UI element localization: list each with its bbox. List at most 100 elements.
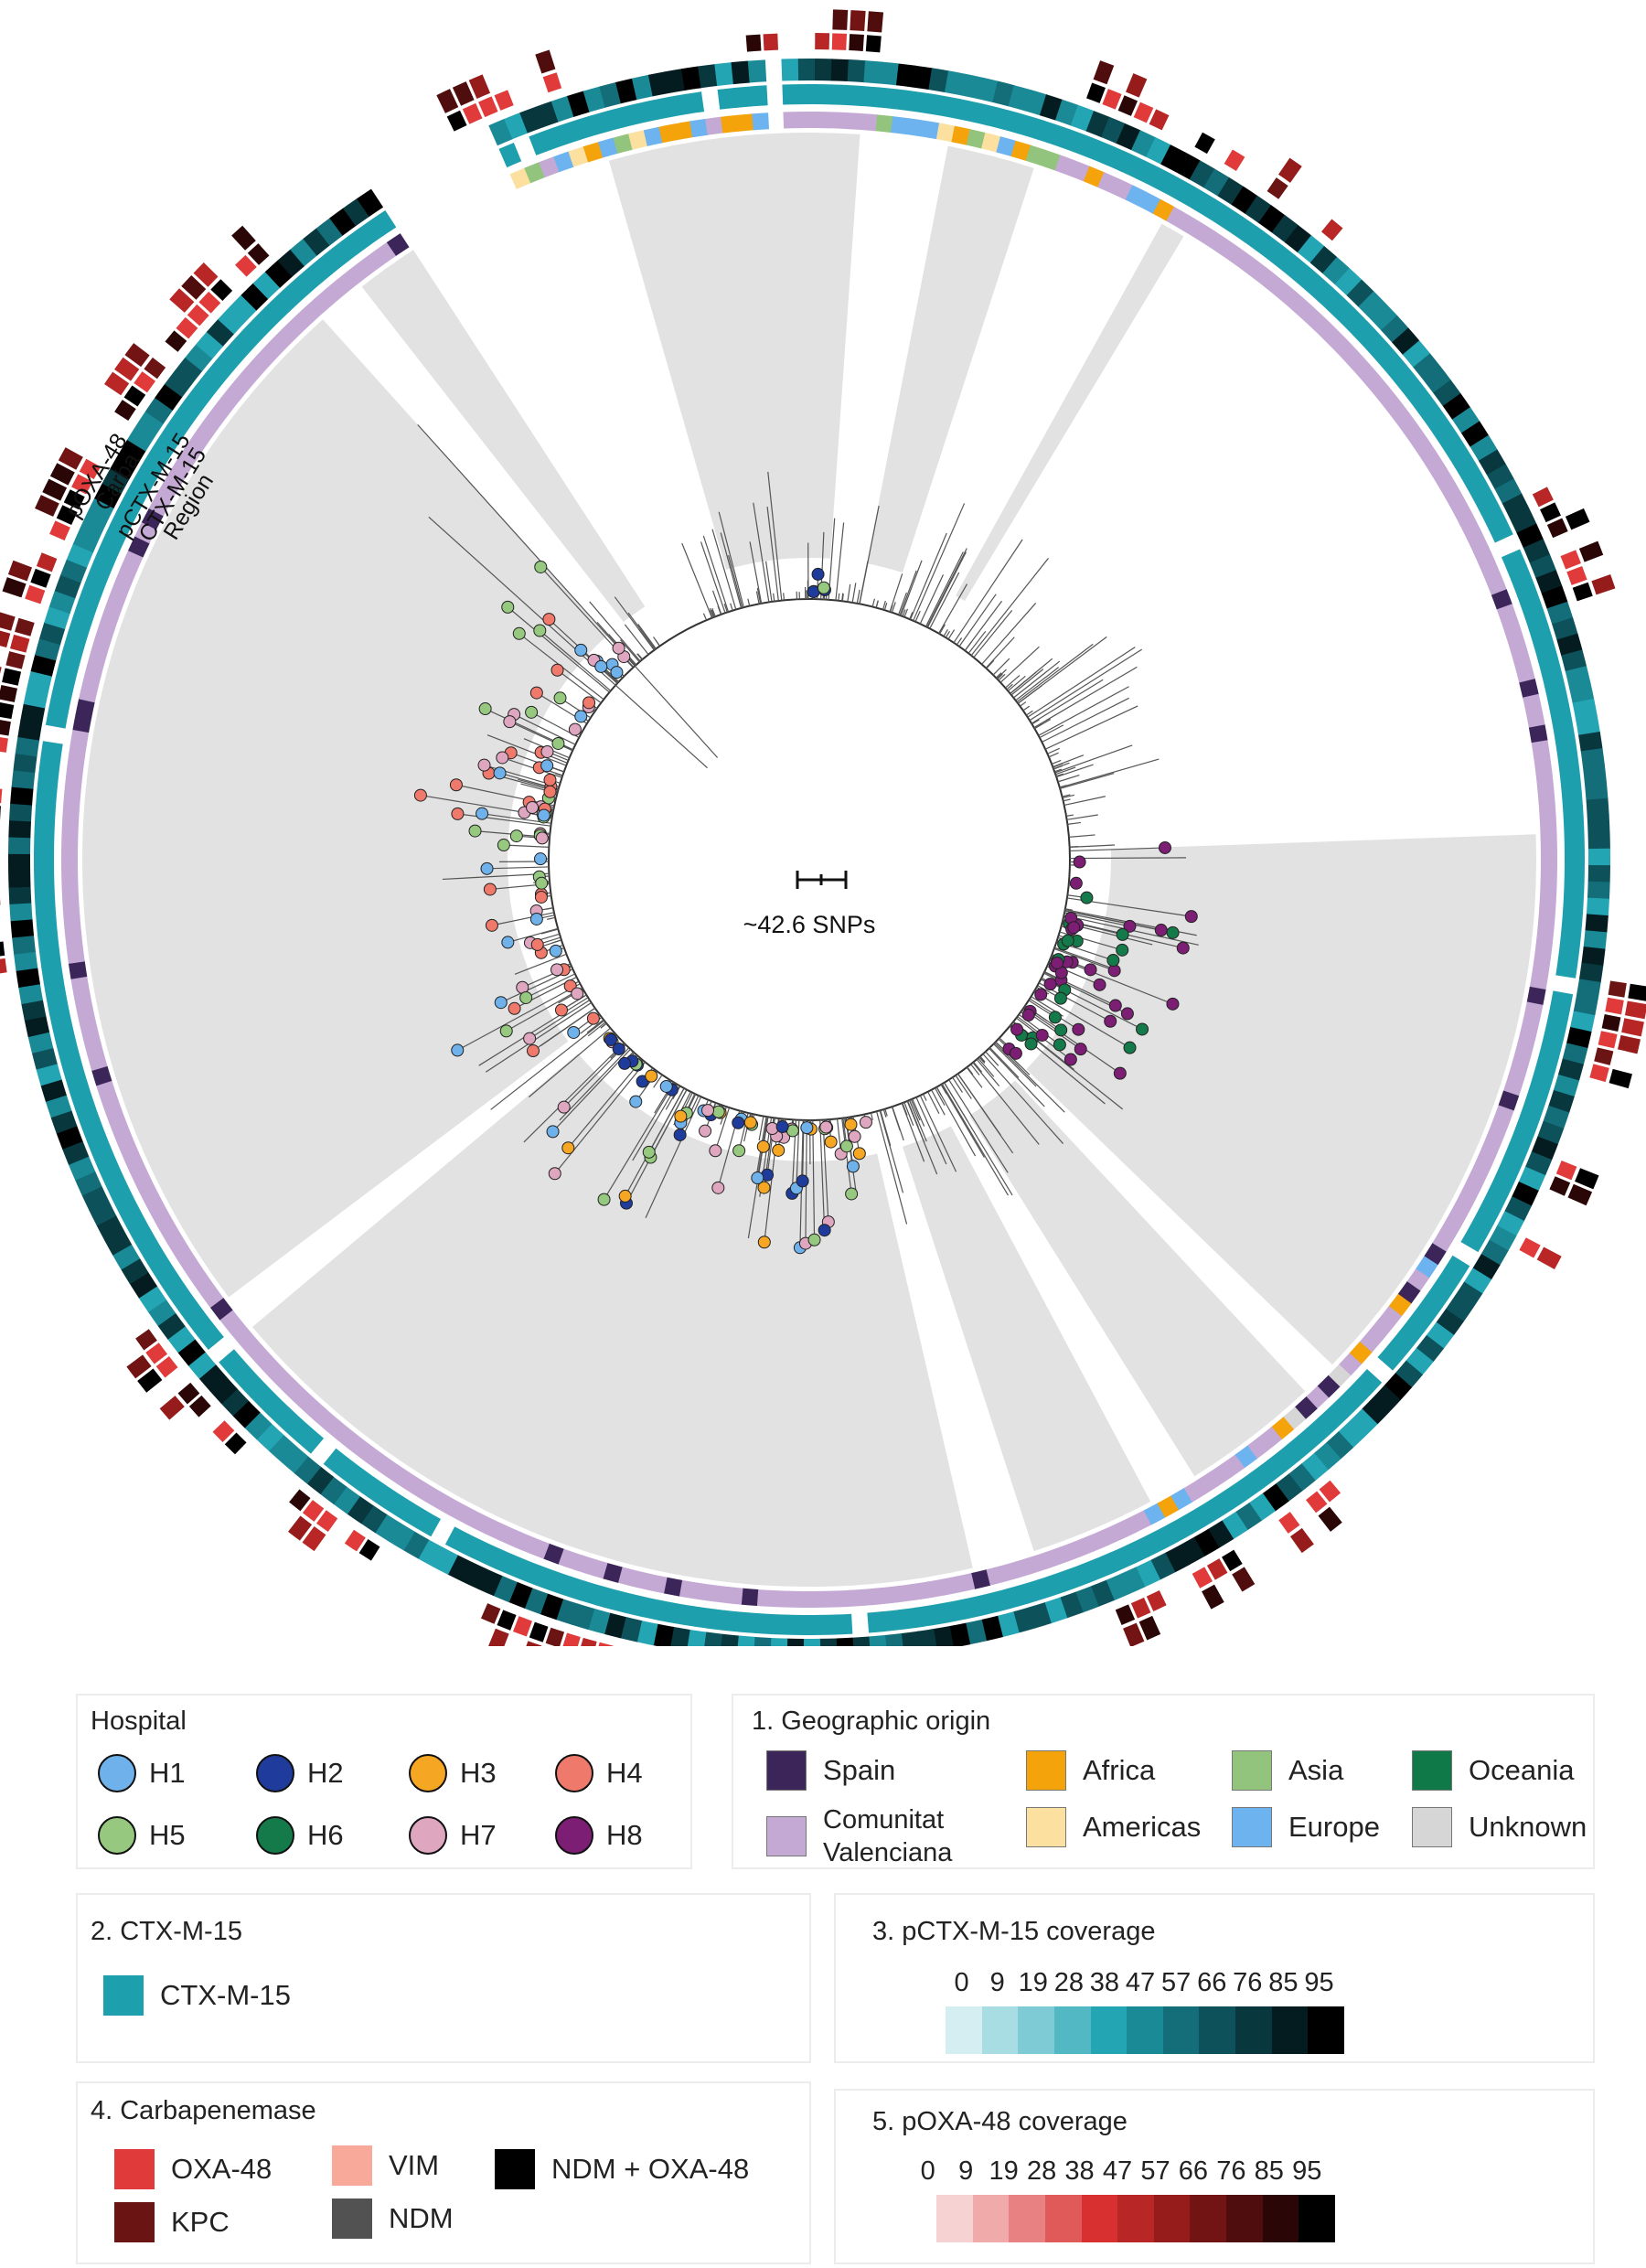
- region-cell: [104, 593, 126, 615]
- branch: [822, 1119, 829, 1223]
- tip-point: [642, 1145, 656, 1159]
- region-cell: [910, 1581, 929, 1601]
- poxa48-coverage-cell: [124, 343, 150, 368]
- branch: [1031, 719, 1040, 725]
- tip-point: [1072, 1022, 1085, 1036]
- pctx-coverage-cell: [27, 1032, 54, 1054]
- tip-point: [493, 766, 507, 780]
- ctx-m-15-cell: [818, 1614, 837, 1635]
- ctx-m-15-cell: [51, 676, 76, 698]
- ctx-m-15-cell: [1460, 1227, 1487, 1253]
- pctx-coverage-cell: [1023, 89, 1047, 116]
- pctx-coverage-cell: [1569, 1011, 1596, 1032]
- region-cell: [1069, 160, 1091, 182]
- ctx-m-15-cell: [498, 142, 522, 168]
- carbapenemase-cell: [0, 701, 15, 720]
- pctx-coverage-cell: [1059, 1591, 1084, 1619]
- ctx-m-15-cell: [1037, 1574, 1060, 1599]
- ctx-m-15-cell: [69, 1087, 95, 1110]
- poxa-ramp-step: [1009, 2195, 1045, 2242]
- ctx-m-15-cell: [1066, 1564, 1090, 1589]
- tip-point: [574, 643, 588, 657]
- region-cell: [756, 1589, 774, 1608]
- poxa-tick: 9: [958, 2156, 974, 2186]
- carbapenemase-cell: [134, 371, 156, 393]
- branch: [555, 773, 563, 777]
- branch: [910, 1099, 921, 1121]
- region-cell: [471, 1512, 494, 1535]
- region-cell: [1129, 1510, 1151, 1533]
- ctx-m-15-cell: [1563, 816, 1585, 834]
- pctx-coverage-cell: [884, 1633, 903, 1646]
- region-cell: [1491, 589, 1512, 611]
- pctx-ramp-step: [1127, 2006, 1163, 2054]
- region-cell: [1519, 679, 1539, 699]
- branch: [711, 609, 715, 617]
- branch: [909, 532, 947, 620]
- branch: [1016, 643, 1094, 703]
- ctx-m-15-cell: [1257, 235, 1283, 262]
- carbapenemase-cell: [1519, 1237, 1541, 1258]
- pctx-coverage-cell: [1581, 946, 1606, 967]
- region-cell: [73, 990, 93, 1011]
- ctx-m-15-cell: [1562, 896, 1584, 915]
- branch: [513, 713, 576, 745]
- ctx-m-15-cell: [1561, 784, 1583, 803]
- carbapenemase-cell: [1146, 1590, 1167, 1611]
- ctx-m-15-cell: [1006, 1584, 1029, 1609]
- branch: [1069, 847, 1166, 852]
- pctx-coverage-cell: [1189, 160, 1215, 188]
- scale-bar: ~42.6 SNPs: [743, 871, 875, 938]
- carba-ndm-oxa48: NDM + OXA-48: [495, 2149, 749, 2189]
- carbapenemase-cell: [1102, 89, 1122, 110]
- pctx-coverage-cell: [1470, 434, 1498, 462]
- branch: [929, 572, 960, 629]
- region-cell: [96, 1080, 117, 1101]
- branch: [1007, 675, 1026, 692]
- carbapenemase-cell: [25, 584, 46, 604]
- branch: [700, 541, 726, 614]
- pctx-coverage-cell: [7, 853, 31, 872]
- branch: [902, 609, 906, 617]
- poxa48-coverage-cell: [488, 1628, 509, 1646]
- ctx-m-15-cell: [75, 1102, 100, 1126]
- region-cell: [386, 233, 410, 256]
- carbapenemase-cell: [224, 1432, 247, 1455]
- pctx-coverage-cell: [583, 86, 606, 112]
- ctx-m-15-cell: [345, 229, 370, 255]
- ctx-m-15-cell: [1404, 381, 1431, 408]
- pctx-coverage-cell: [343, 198, 370, 227]
- carbapenemase-cell: [478, 96, 498, 118]
- tip-point: [508, 1001, 521, 1015]
- ctx-m-15-cell: [1564, 864, 1585, 883]
- ctx-m-15-legend: 2. CTX-M-15 CTX-M-15: [76, 1893, 811, 2063]
- tip-point: [1084, 963, 1097, 977]
- ctx-m-15-cell: [1555, 959, 1578, 979]
- region-cell: [966, 129, 987, 149]
- tip-point: [554, 1003, 568, 1017]
- ctx-m-15-cell: [34, 885, 56, 904]
- branch: [1033, 723, 1042, 729]
- pctx-coverage-cell: [1381, 315, 1409, 343]
- region-cell: [1083, 166, 1105, 187]
- poxa48-coverage-cell: [1567, 1183, 1593, 1206]
- ctx-m-15-cell: [1564, 832, 1585, 850]
- region-cell: [122, 550, 144, 572]
- region-cell: [282, 1378, 305, 1402]
- poxa-ramp-step: [1081, 2195, 1118, 2242]
- region-cell: [1073, 1535, 1095, 1557]
- ctx-m-15-cell: [590, 111, 613, 135]
- pctx-ramp-step: [1199, 2006, 1236, 2054]
- ctx-m-15-cell: [1063, 129, 1085, 155]
- region-cell: [239, 1332, 262, 1357]
- ctx-m-15-cell: [166, 412, 193, 438]
- poxa-ramp-step: [1044, 2195, 1082, 2242]
- branch: [882, 1108, 887, 1118]
- geo-americas: Americas: [1026, 1807, 1201, 1847]
- region-cell: [87, 1051, 108, 1071]
- region-cell: [1511, 648, 1532, 669]
- region-cell: [134, 521, 157, 544]
- ctx-m-15-cell: [1273, 1445, 1299, 1471]
- branch: [870, 1112, 873, 1120]
